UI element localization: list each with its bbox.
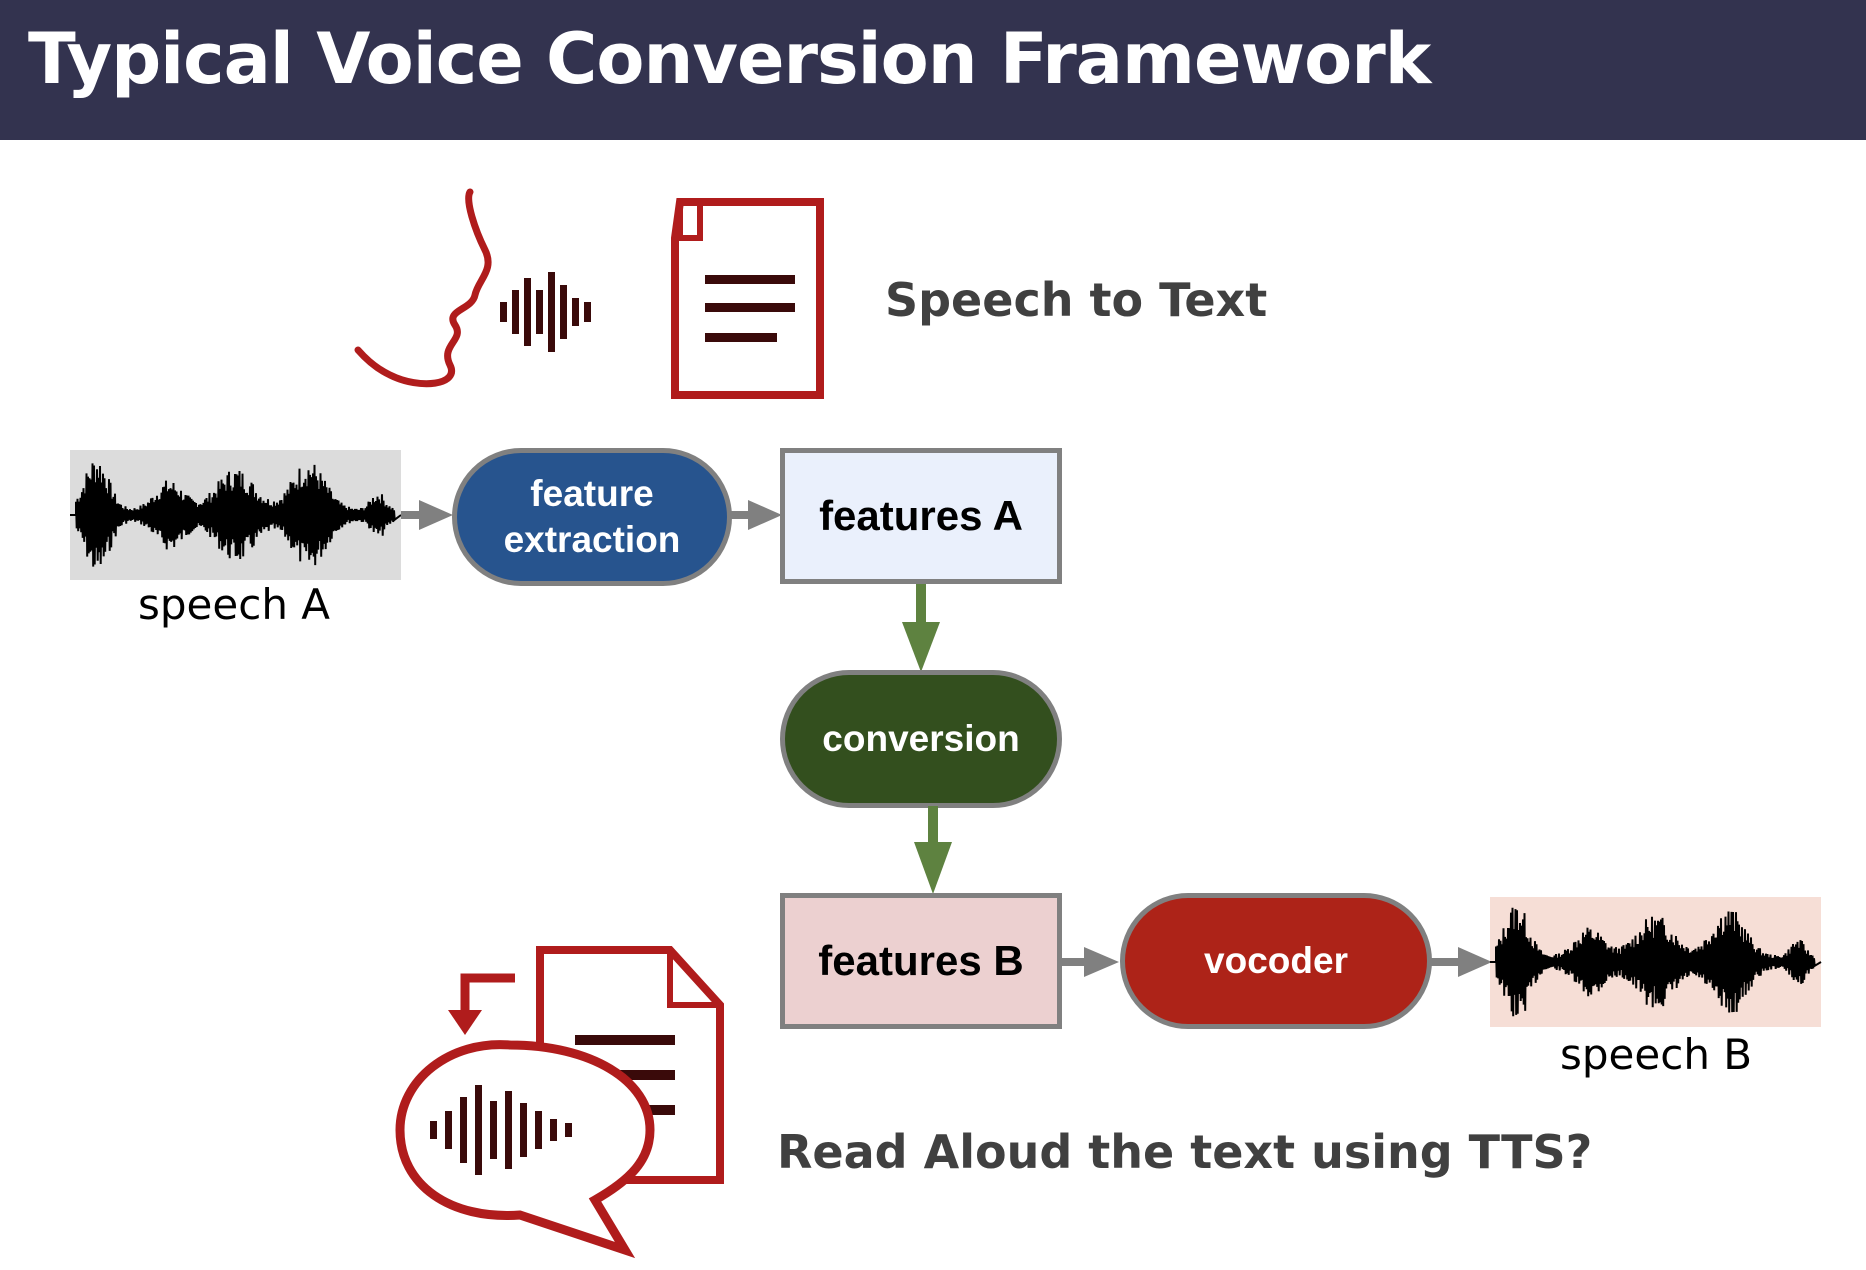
speech-a-waveform (70, 450, 402, 580)
title-bar: Typical Voice Conversion Framework (0, 0, 1866, 140)
page-title: Typical Voice Conversion Framework (28, 18, 1431, 100)
feature-extraction-node: feature extraction (452, 448, 732, 586)
arrow-extraction-to-features-a (730, 500, 782, 530)
return-arrow-icon (460, 973, 515, 1015)
speech-b-label: speech B (1560, 1030, 1753, 1079)
features-a-node: features A (780, 448, 1062, 584)
text-to-speech-icon (395, 946, 724, 1259)
arrow-features-a-to-conversion (902, 584, 940, 672)
speech-a-label: speech A (138, 580, 331, 629)
document-icon (671, 198, 824, 399)
speech-to-text-label: Speech to Text (885, 273, 1268, 327)
speech-b-waveform (1490, 897, 1822, 1027)
arrow-conversion-to-features-b (914, 806, 952, 894)
face-profile-icon (354, 188, 492, 388)
conversion-node: conversion (780, 670, 1062, 808)
arrow-speech-a-to-extraction (401, 500, 453, 530)
speech-to-text-icon (354, 188, 824, 399)
sound-wave-icon (500, 272, 591, 352)
sound-wave-icon (430, 1085, 572, 1175)
waveform-icon (70, 463, 402, 567)
waveform-icon (1490, 907, 1822, 1017)
tts-label: Read Aloud the text using TTS? (777, 1125, 1593, 1179)
features-b-node: features B (780, 893, 1062, 1029)
vocoder-node: vocoder (1120, 893, 1432, 1029)
arrow-vocoder-to-speech-b (1430, 947, 1492, 977)
arrow-features-b-to-vocoder (1061, 947, 1119, 977)
